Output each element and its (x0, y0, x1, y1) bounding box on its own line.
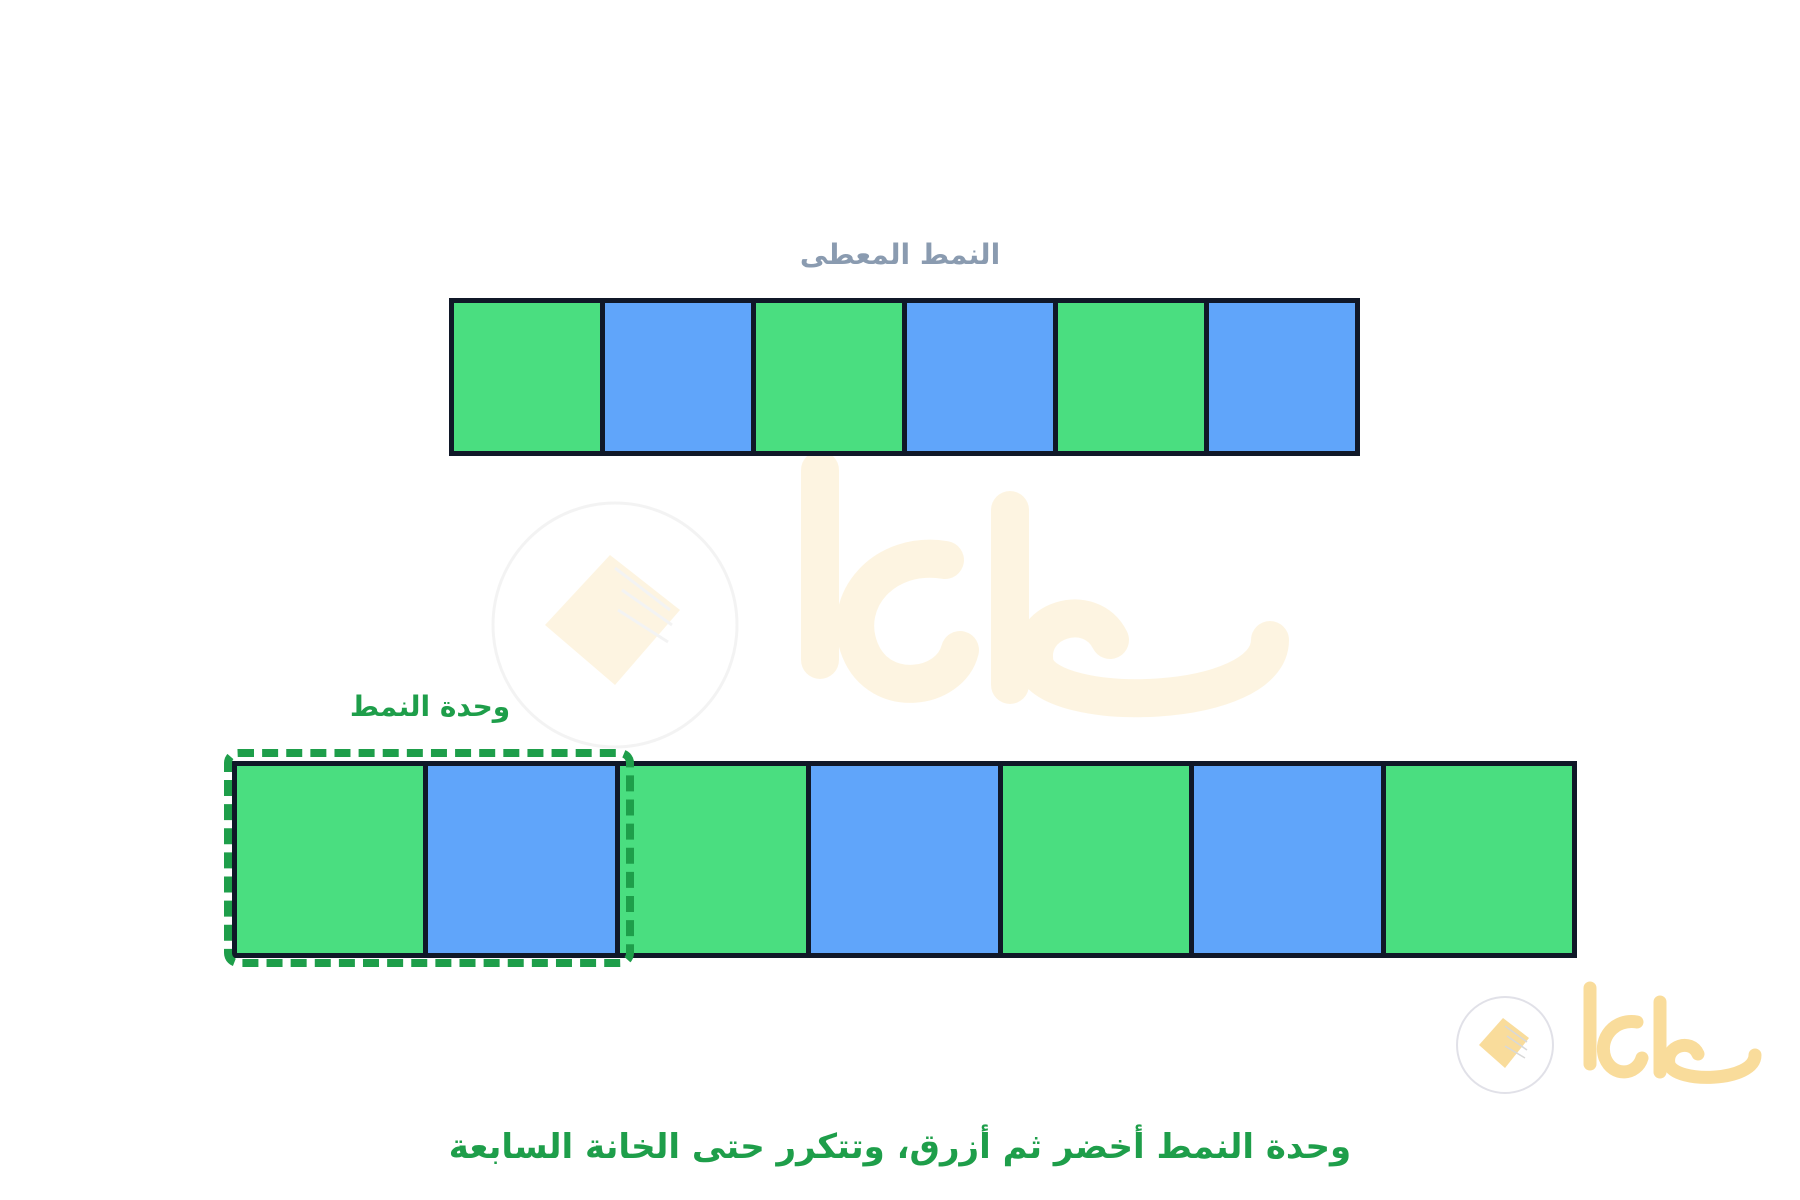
pattern-unit-outline (224, 749, 634, 967)
given-pattern-cell-5-green (1053, 303, 1204, 451)
given-pattern-cell-4-blue (902, 303, 1053, 451)
extended-pattern-cell-5-green (997, 766, 1190, 953)
extended-pattern-strip (232, 761, 1577, 958)
given-pattern-cell-3-green (751, 303, 902, 451)
book-icon (1456, 996, 1554, 1094)
caption: وحدة النمط أخضر ثم أزرق، وتتكرر حتى الخا… (448, 1127, 1352, 1167)
extended-pattern-cell-1-green (237, 766, 424, 953)
given-pattern-strip (449, 298, 1360, 456)
book-icon (491, 501, 739, 749)
watermark-logo-small (1456, 981, 1762, 1094)
given-pattern-cell-2-blue (600, 303, 751, 451)
extended-pattern-cell-7-green (1380, 766, 1572, 953)
extended-pattern-cell-3-green (614, 766, 807, 953)
extended-pattern-cell-2-blue (423, 766, 615, 953)
watermark-logo (491, 451, 1289, 749)
given-pattern-label: النمط المعطى (799, 238, 1001, 271)
extended-pattern-cell-4-blue (806, 766, 998, 953)
extended-pattern-cell-6-blue (1189, 766, 1381, 953)
given-pattern-cell-6-blue (1204, 303, 1355, 451)
pattern-unit-label: وحدة النمط (349, 690, 511, 723)
given-pattern-cell-1-green (454, 303, 600, 451)
